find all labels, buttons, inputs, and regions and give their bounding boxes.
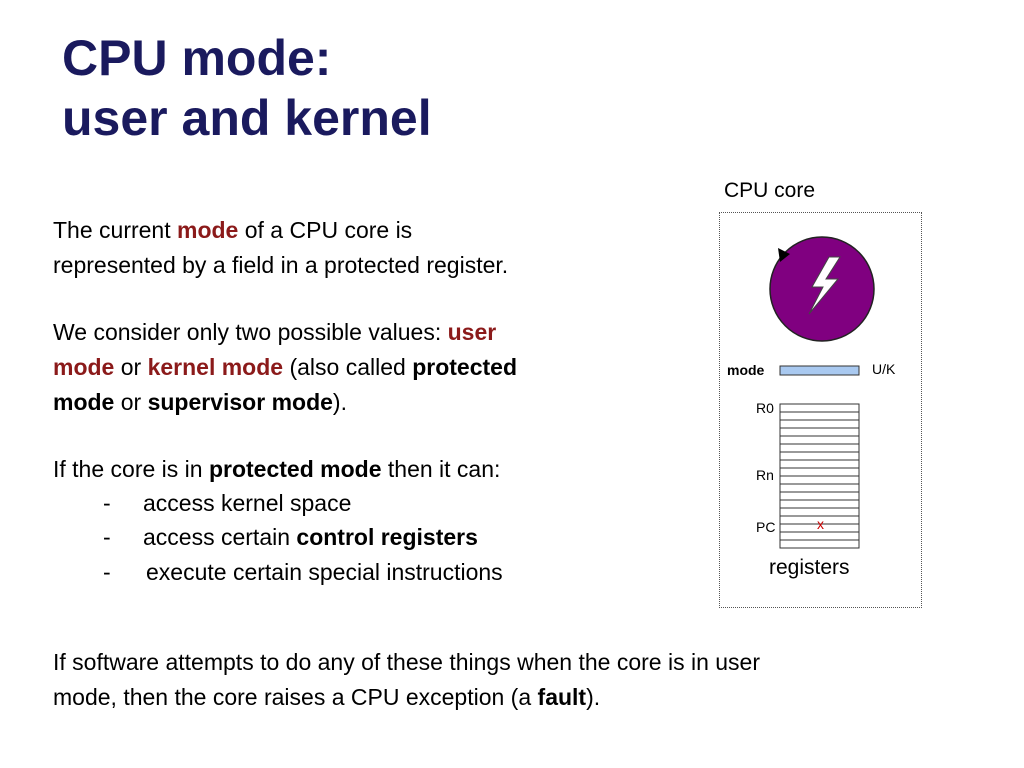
paragraph-mode-values: We consider only two possible values: us…	[53, 315, 517, 420]
paragraph-mode-intro: The current mode of a CPU core is repres…	[53, 213, 508, 283]
registers-label: registers	[769, 556, 850, 579]
text: ).	[586, 684, 601, 710]
register-row	[779, 507, 860, 517]
register-row	[779, 491, 860, 501]
keyword-fault: fault	[537, 684, 587, 710]
keyword-mode: mode	[53, 389, 115, 415]
text: access certain	[143, 524, 297, 550]
keyword-supervisor-mode: supervisor mode	[147, 389, 333, 415]
text: If the core is in	[53, 456, 209, 482]
register-row	[779, 459, 860, 469]
text: represented by a field in a protected re…	[53, 252, 509, 278]
bullet-dash: -	[103, 490, 111, 516]
register-row	[779, 539, 860, 549]
register-row	[779, 531, 860, 541]
text: of a CPU core is	[238, 217, 413, 243]
register-file	[779, 403, 860, 549]
r0-label: R0	[756, 400, 774, 416]
text: mode, then the core raises a CPU excepti…	[53, 684, 538, 710]
title-line-2: user and kernel	[62, 90, 432, 146]
mode-label: mode	[727, 362, 765, 378]
keyword-protected: protected	[412, 354, 517, 380]
text: or	[114, 354, 148, 380]
bullet-control-registers: access certain control registers	[143, 520, 478, 555]
bullet-dash: -	[103, 524, 111, 550]
register-row	[779, 451, 860, 461]
register-row	[779, 419, 860, 429]
arrow-icon	[778, 248, 790, 262]
register-row	[779, 427, 860, 437]
rn-label: Rn	[756, 467, 774, 483]
register-row	[779, 403, 860, 413]
paragraph-fault: If software attempts to do any of these …	[53, 645, 760, 715]
register-row	[779, 411, 860, 421]
lightning-icon	[808, 256, 841, 315]
keyword-control-registers: control registers	[296, 524, 478, 550]
cpu-core-label: CPU core	[724, 179, 816, 202]
register-row	[779, 475, 860, 485]
bullet-special-instructions: execute certain special instructions	[146, 559, 503, 585]
register-row	[779, 435, 860, 445]
keyword-mode: mode	[177, 217, 239, 243]
mode-register	[779, 365, 860, 376]
title-line-1: CPU mode:	[62, 30, 332, 86]
bullet-dash: -	[103, 559, 111, 585]
register-row	[779, 499, 860, 509]
text: then it can:	[381, 456, 501, 482]
uk-label: U/K	[872, 361, 896, 377]
register-row	[779, 443, 860, 453]
text: The current	[53, 217, 177, 243]
pc-value: x	[817, 516, 824, 532]
keyword-kernel-mode: kernel mode	[147, 354, 284, 380]
keyword-protected-mode: protected mode	[208, 456, 382, 482]
text: (also called	[283, 354, 413, 380]
register-row	[779, 467, 860, 477]
text: We consider only two possible values:	[53, 319, 448, 345]
text: If software attempts to do any of these …	[53, 649, 760, 675]
pc-label: PC	[756, 519, 776, 535]
paragraph-protected-can: If the core is in protected mode then it…	[53, 452, 500, 487]
register-row	[779, 483, 860, 493]
bullet-access-kernel-space: access kernel space	[143, 490, 352, 516]
keyword-user: user	[447, 319, 497, 345]
text: or	[114, 389, 148, 415]
slide-title: CPU mode: user and kernel	[62, 28, 432, 148]
cpu-core-box	[719, 212, 922, 608]
keyword-mode: mode	[53, 354, 115, 380]
text: ).	[332, 389, 347, 415]
